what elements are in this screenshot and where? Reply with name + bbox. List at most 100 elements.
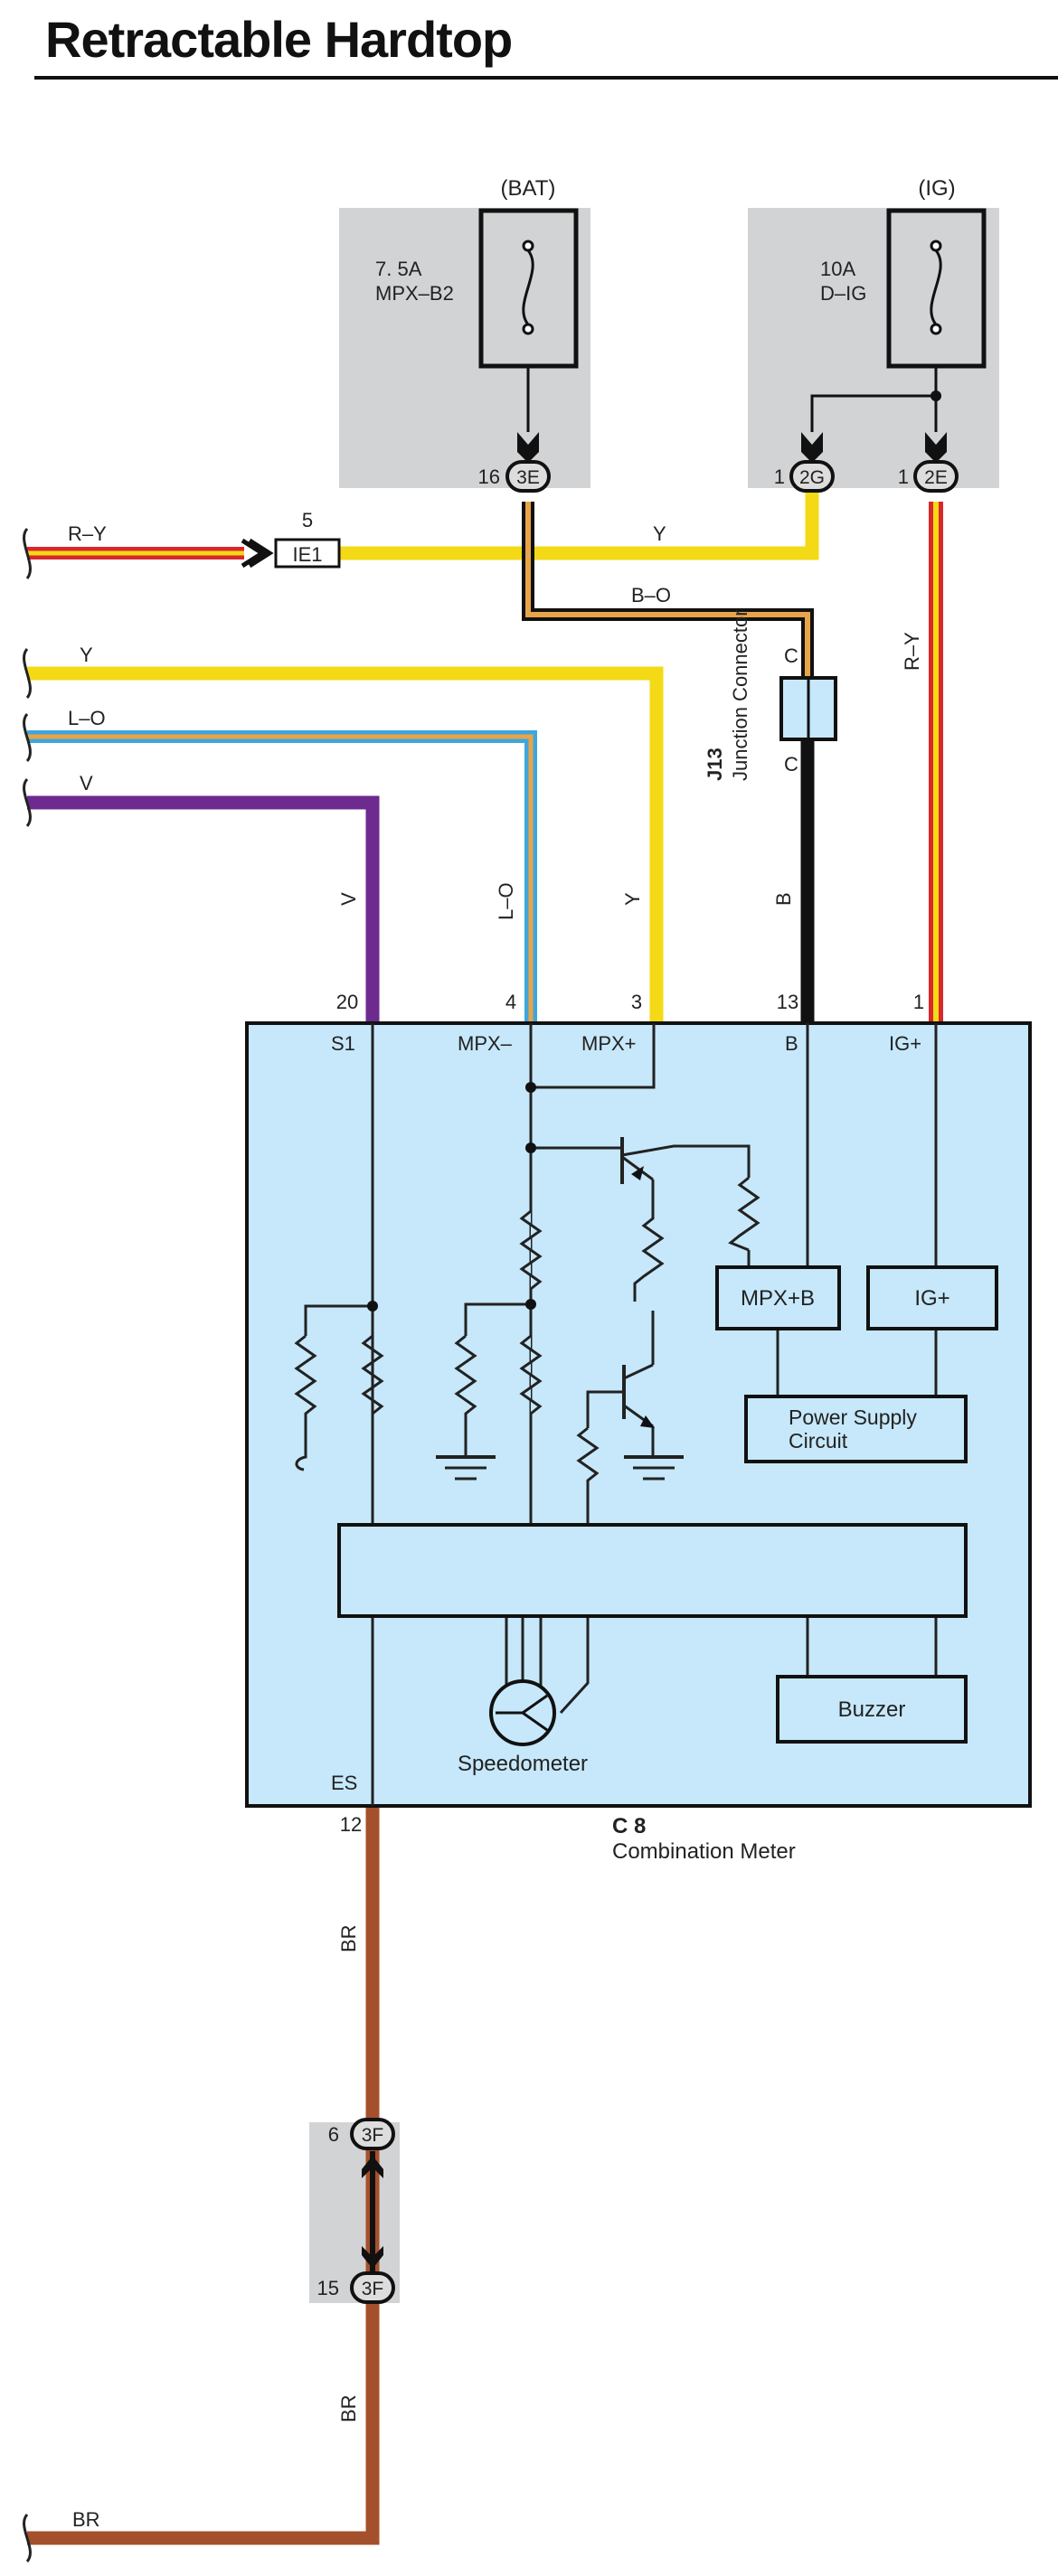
wire-label-y-vert: Y — [621, 892, 644, 906]
connector-arrow — [517, 432, 539, 463]
connector-2g-pin: 1 — [774, 465, 785, 488]
fuse-terminal — [522, 323, 534, 335]
wire-v — [27, 795, 380, 1023]
wire-label-br-upper: BR — [337, 1924, 360, 1952]
connector-2e — [913, 460, 959, 493]
meter-pin-mpx-minus: 4 — [505, 991, 516, 1013]
meter-pin-s1: 20 — [336, 991, 358, 1013]
meter-pin-mpx-plus: 3 — [631, 991, 642, 1013]
ig-fuse-box — [748, 208, 999, 488]
ie1-label: IE1 — [292, 543, 322, 566]
ie1-pin: 5 — [302, 509, 313, 531]
ie1-connector — [274, 538, 341, 569]
bat-power-label: (BAT) — [501, 176, 556, 201]
psc-label-1: Power Supply — [789, 1406, 917, 1429]
bat-fuse-name: MPX–B2 — [375, 282, 454, 305]
splice-point — [930, 390, 941, 401]
meter-name: Combination Meter — [612, 1839, 796, 1864]
wire-label-y-top: Y — [653, 522, 666, 545]
ie1-arrow — [241, 538, 274, 569]
wire-y-top — [312, 477, 819, 560]
title-rule — [34, 76, 1058, 80]
splice-point — [367, 1301, 378, 1312]
wire-label-ry-left: R–Y — [68, 522, 107, 545]
splice-point — [525, 1082, 536, 1093]
meter-pin-ig: 1 — [913, 991, 924, 1013]
ig-fuse-rating: 10A — [820, 258, 855, 280]
ig-fuse-branch — [810, 366, 938, 432]
ig-power-label: (IG) — [918, 176, 955, 201]
fuse-element — [930, 249, 942, 325]
buzzer-box — [776, 1675, 968, 1744]
page-title: Retractable Hardtop — [45, 11, 513, 68]
wire-label-b-vert: B — [772, 892, 795, 906]
connector-arrow — [925, 432, 947, 463]
psc-label-2: Circuit — [789, 1429, 848, 1453]
wire-y-left — [27, 666, 664, 1023]
fuse-terminal — [930, 240, 942, 252]
wire-label-y-left: Y — [80, 644, 93, 666]
terminal-es: ES — [331, 1772, 357, 1794]
wire-br — [27, 1806, 380, 2545]
wire-label-br-left: BR — [72, 2508, 100, 2531]
transistor-arrow — [640, 1415, 655, 1428]
junction-pin-top: C — [784, 644, 798, 667]
bat-fuse-box — [339, 208, 590, 488]
connector-3f-top — [350, 2118, 395, 2150]
fuse-element — [522, 249, 534, 325]
fuse-terminal — [930, 323, 942, 335]
terminal-b: B — [785, 1032, 798, 1055]
meter-code: C 8 — [612, 1814, 646, 1838]
connector-3f-bottom-label: 3F — [362, 2279, 384, 2299]
buzzer-label: Buzzer — [838, 1697, 906, 1722]
mpxb-box — [715, 1265, 841, 1330]
connector-3e-label: 3E — [516, 467, 540, 488]
power-supply-circuit-box — [744, 1395, 968, 1463]
mpxb-label: MPX+B — [741, 1286, 815, 1311]
connector-2e-label: 2E — [924, 467, 948, 488]
transistor-arrow — [631, 1166, 644, 1180]
speedometer-label: Speedometer — [458, 1752, 588, 1776]
wire-label-ry-vert: R–Y — [901, 632, 923, 671]
connector-3e-pin: 16 — [478, 465, 500, 488]
connector-3f-bottom-pin: 15 — [317, 2277, 339, 2299]
connector-2g-label: 2G — [799, 467, 825, 488]
splice-point — [525, 1142, 536, 1153]
connector-2e-pin: 1 — [898, 465, 909, 488]
wire-label-v-left: V — [80, 772, 93, 794]
connector-arrow — [362, 2246, 383, 2269]
connector-arrow — [801, 432, 823, 463]
junction-pin-bottom: C — [784, 753, 798, 776]
wire-label-bo: B–O — [631, 584, 671, 606]
connector-3f-bottom — [350, 2271, 395, 2304]
wire-lo — [27, 730, 537, 1023]
fuse-terminal — [522, 240, 534, 252]
terminal-mpx-plus: MPX+ — [581, 1032, 637, 1055]
meter-internal-circuit — [294, 1023, 938, 1806]
connector-arrow — [362, 2156, 383, 2178]
connector-2g — [789, 460, 835, 493]
meter-pin-b: 13 — [777, 991, 798, 1013]
wire-label-br-lower: BR — [337, 2394, 360, 2422]
terminal-mpx-minus: MPX– — [458, 1032, 513, 1055]
igp-label: IG+ — [914, 1286, 949, 1311]
junction-code: J13 — [704, 747, 726, 781]
wire-end-breaks — [23, 527, 32, 2563]
wire-b-o — [522, 502, 814, 678]
wire-label-v-vert: V — [337, 892, 360, 906]
splice-point — [525, 1299, 536, 1310]
connector-3f-top-label: 3F — [362, 2125, 384, 2146]
meter-ic-block — [337, 1523, 968, 1618]
terminal-s1: S1 — [331, 1032, 355, 1055]
connector-3f-top-pin: 6 — [328, 2123, 339, 2146]
meter-pin-es: 12 — [340, 1813, 362, 1836]
speedometer-needle — [496, 1694, 548, 1732]
igp-box — [866, 1265, 998, 1330]
connector-3e — [505, 460, 551, 493]
junction-name: Junction Connector — [729, 609, 751, 781]
ig-fuse-name: D–IG — [820, 282, 866, 305]
bat-fuse-rating: 7. 5A — [375, 258, 422, 280]
terminal-ig: IG+ — [889, 1032, 921, 1055]
wire-label-lo-left: L–O — [68, 707, 106, 729]
